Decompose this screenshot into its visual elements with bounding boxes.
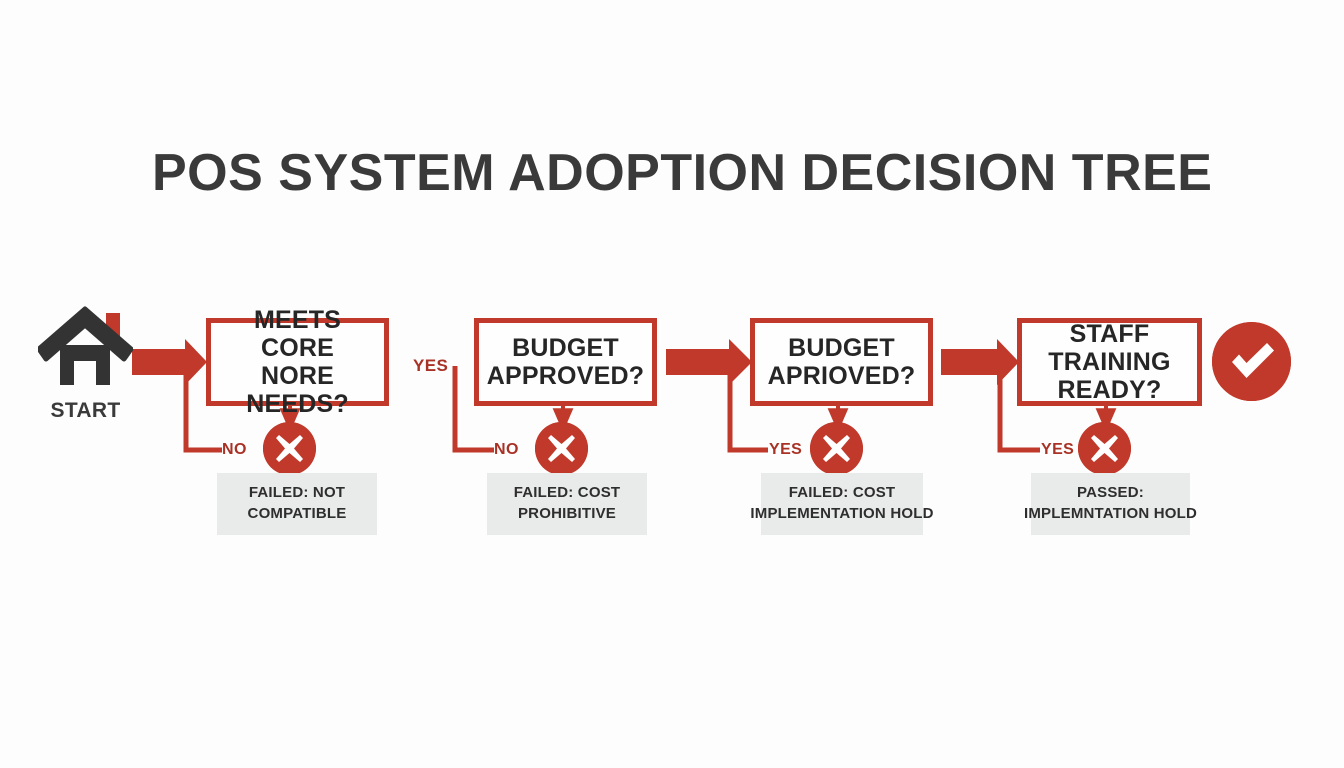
branch-label-node2: NO	[494, 441, 519, 458]
decision-box-node2[interactable]: BUDGET APPROVED?	[474, 318, 657, 406]
result-text-node3: FAILED: COST IMPLEMENTATION HOLD	[750, 484, 934, 522]
result-text-node2: FAILED: COST PROHIBITIVE	[513, 484, 621, 522]
page-title: POS SYSTEM ADOPTION DECISION TREE	[152, 144, 1213, 202]
start-node[interactable]: START	[36, 305, 138, 425]
house-icon	[36, 305, 134, 385]
arrow-start-to-node1	[132, 339, 207, 385]
result-box-node2: FAILED: COST PROHIBITIVE	[487, 473, 647, 535]
result-text-node4: PASSED: IMPLEMNTATION HOLD	[1023, 484, 1198, 522]
result-box-node4: PASSED: IMPLEMNTATION HOLD	[1024, 473, 1197, 535]
decision-text-node2: BUDGET APPROVED?	[486, 334, 645, 390]
decision-box-node4[interactable]: STAFF TRAINING READY?	[1017, 318, 1202, 406]
arrow-node2-to-node3	[666, 339, 752, 385]
decision-text-node4: STAFF TRAINING READY?	[1048, 320, 1171, 404]
arrow-node3-to-node4	[941, 339, 1019, 385]
decision-box-node1[interactable]: MEETS CORE NORE NEEDS?	[206, 306, 389, 418]
start-label: START	[50, 399, 121, 422]
result-text-node1: FAILED: NOT COMPATIBLE	[247, 484, 347, 522]
result-box-node1: FAILED: NOT COMPATIBLE	[217, 473, 377, 535]
result-box-node3: FAILED: COST IMPLEMENTATION HOLD	[750, 473, 933, 535]
branch-label-node3: YES	[769, 441, 803, 458]
decision-text-node1: MEETS CORE NORE NEEDS?	[246, 306, 349, 418]
x-circle-icon-node4	[1078, 422, 1131, 475]
x-circle-icon-node1	[263, 422, 316, 475]
decision-text-node3: BUDGET APRIOVED?	[767, 334, 916, 390]
branch-label-node1: NO	[222, 441, 247, 458]
x-circle-icon-node2	[535, 422, 588, 475]
check-circle-icon	[1212, 322, 1291, 401]
branch-label-node4: YES	[1041, 441, 1075, 458]
decision-box-node3[interactable]: BUDGET APRIOVED?	[750, 318, 933, 406]
x-circle-icon-node3	[810, 422, 863, 475]
branch-label-incoming-node2: YES	[413, 356, 449, 375]
